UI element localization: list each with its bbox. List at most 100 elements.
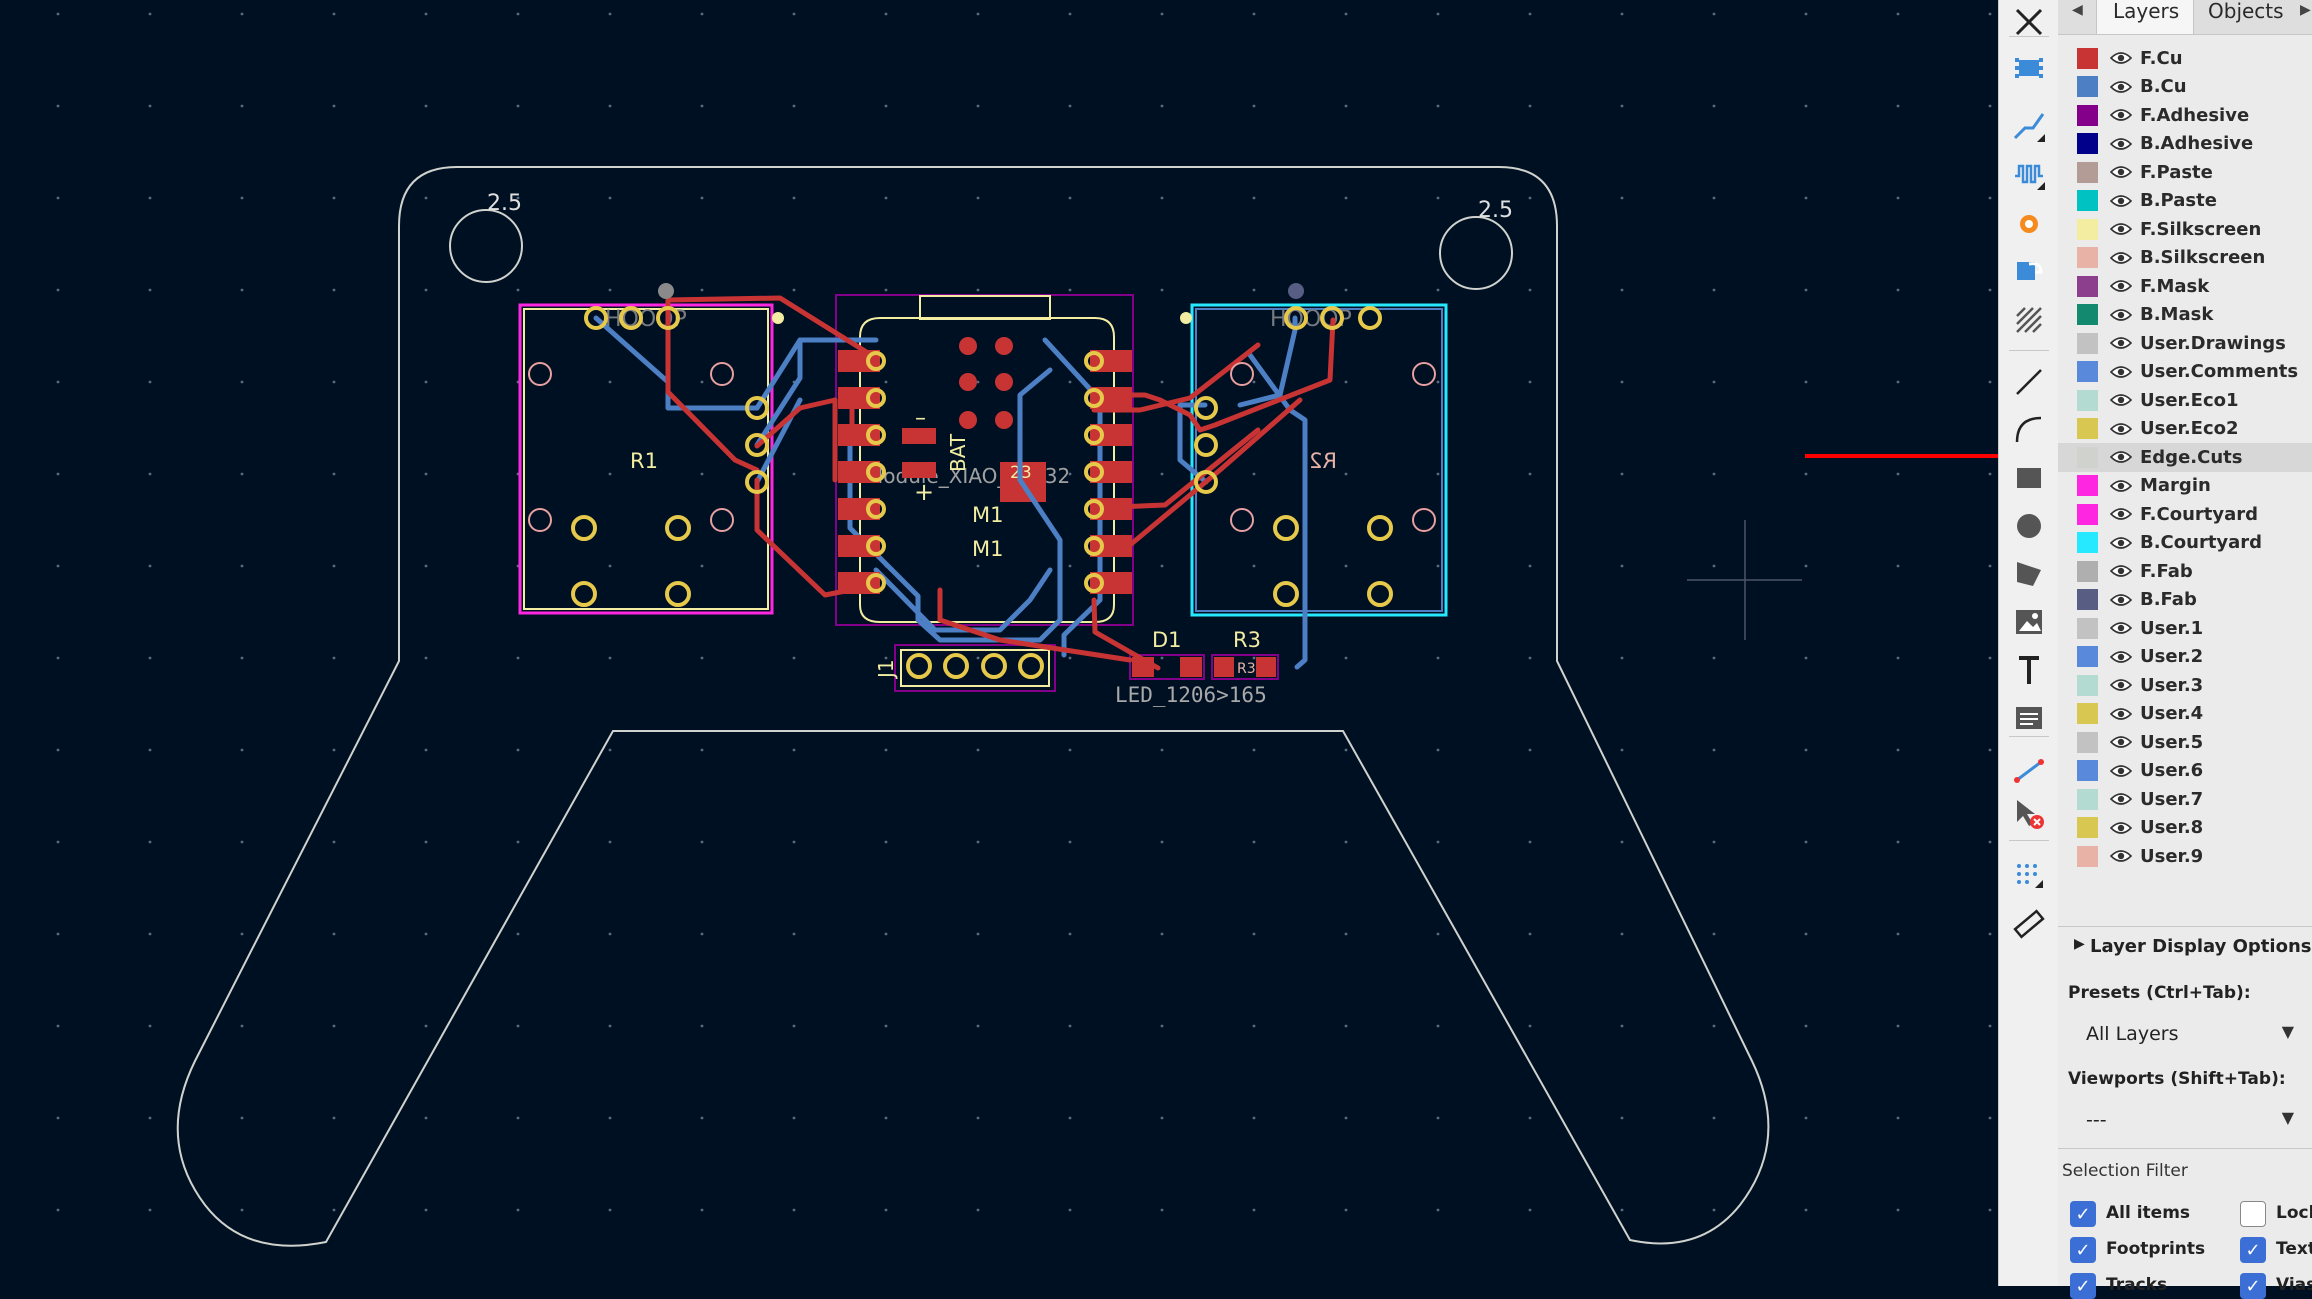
layer-color-swatch[interactable] xyxy=(2077,133,2098,155)
layer-row[interactable]: User.7 xyxy=(2058,785,2312,814)
layer-color-swatch[interactable] xyxy=(2077,703,2098,725)
visibility-eye-icon[interactable] xyxy=(2110,479,2132,493)
layer-color-swatch[interactable] xyxy=(2077,418,2098,440)
layer-color-swatch[interactable] xyxy=(2077,760,2098,782)
tab-layers[interactable]: Layers xyxy=(2096,0,2194,34)
visibility-eye-icon[interactable] xyxy=(2110,536,2132,550)
visibility-eye-icon[interactable] xyxy=(2110,593,2132,607)
layer-row[interactable]: F.Adhesive xyxy=(2058,101,2312,130)
visibility-eye-icon[interactable] xyxy=(2110,222,2132,236)
visibility-eye-icon[interactable] xyxy=(2110,450,2132,464)
layer-row[interactable]: B.Courtyard xyxy=(2058,529,2312,558)
checkbox[interactable]: ✓ xyxy=(2070,1201,2096,1227)
tune-length-tool-button[interactable] xyxy=(2007,152,2051,196)
visibility-eye-icon[interactable] xyxy=(2110,764,2132,778)
visibility-eye-icon[interactable] xyxy=(2110,707,2132,721)
layer-color-swatch[interactable] xyxy=(2077,475,2098,497)
layer-row[interactable]: B.Mask xyxy=(2058,301,2312,330)
footprint-d1[interactable]: D1 LED_1206>165 xyxy=(1115,628,1267,707)
checkbox[interactable]: ✓ xyxy=(2070,1273,2096,1299)
visibility-eye-icon[interactable] xyxy=(2110,51,2132,65)
layer-color-swatch[interactable] xyxy=(2077,560,2098,582)
layer-row[interactable]: B.Paste xyxy=(2058,187,2312,216)
layer-color-swatch[interactable] xyxy=(2077,190,2098,212)
layer-row[interactable]: User.Drawings xyxy=(2058,329,2312,358)
layer-color-swatch[interactable] xyxy=(2077,104,2098,126)
layer-row[interactable]: User.1 xyxy=(2058,614,2312,643)
footprint-j1[interactable]: J1 xyxy=(874,644,1056,692)
visibility-eye-icon[interactable] xyxy=(2110,80,2132,94)
select-tool-button[interactable] xyxy=(2007,0,2051,44)
layer-color-swatch[interactable] xyxy=(2077,47,2098,69)
rule-area-tool-button[interactable] xyxy=(2007,248,2051,292)
layer-row[interactable]: F.Courtyard xyxy=(2058,500,2312,529)
layer-row[interactable]: User.9 xyxy=(2058,842,2312,871)
layer-color-swatch[interactable] xyxy=(2077,446,2098,468)
visibility-eye-icon[interactable] xyxy=(2110,137,2132,151)
layer-display-options-toggle[interactable]: ▶ Layer Display Options xyxy=(2058,926,2312,963)
visibility-eye-icon[interactable] xyxy=(2110,650,2132,664)
tabs-scroll-right-icon[interactable]: ▶ xyxy=(2300,2,2311,18)
layer-row[interactable]: User.3 xyxy=(2058,671,2312,700)
layer-row[interactable]: User.8 xyxy=(2058,814,2312,843)
filled-zone-tool-button[interactable] xyxy=(2007,298,2051,342)
layer-color-swatch[interactable] xyxy=(2077,532,2098,554)
viewports-dropdown[interactable]: --- ▼ xyxy=(2068,1100,2308,1140)
arc-tool-button[interactable] xyxy=(2007,408,2051,452)
via-tool-button[interactable] xyxy=(2007,202,2051,246)
layer-row[interactable]: Margin xyxy=(2058,472,2312,501)
layer-color-swatch[interactable] xyxy=(2077,617,2098,639)
layer-row[interactable]: F.Fab xyxy=(2058,557,2312,586)
checkbox[interactable]: ✓ xyxy=(2070,1237,2096,1263)
image-tool-button[interactable] xyxy=(2007,600,2051,644)
layer-color-swatch[interactable] xyxy=(2077,275,2098,297)
grid-origin-tool-button[interactable] xyxy=(2007,854,2051,898)
polygon-tool-button[interactable] xyxy=(2007,552,2051,596)
presets-dropdown[interactable]: All Layers ▼ xyxy=(2068,1014,2308,1054)
visibility-eye-icon[interactable] xyxy=(2110,108,2132,122)
checkbox[interactable]: ✓ xyxy=(2240,1273,2266,1299)
layer-row[interactable]: Edge.Cuts xyxy=(2058,443,2312,472)
visibility-eye-icon[interactable] xyxy=(2110,678,2132,692)
textbox-tool-button[interactable] xyxy=(2007,696,2051,740)
line-tool-button[interactable] xyxy=(2007,360,2051,404)
visibility-eye-icon[interactable] xyxy=(2110,792,2132,806)
layer-row[interactable]: User.Comments xyxy=(2058,358,2312,387)
layer-color-swatch[interactable] xyxy=(2077,247,2098,269)
layer-row[interactable]: F.Cu xyxy=(2058,44,2312,73)
rectangle-tool-button[interactable] xyxy=(2007,456,2051,500)
visibility-eye-icon[interactable] xyxy=(2110,849,2132,863)
layer-color-swatch[interactable] xyxy=(2077,646,2098,668)
tab-objects[interactable]: Objects xyxy=(2208,0,2284,23)
layer-color-swatch[interactable] xyxy=(2077,589,2098,611)
text-tool-button[interactable] xyxy=(2007,648,2051,692)
layer-row[interactable]: B.Adhesive xyxy=(2058,130,2312,159)
layer-color-swatch[interactable] xyxy=(2077,76,2098,98)
delete-tool-button[interactable] xyxy=(2007,792,2051,836)
visibility-eye-icon[interactable] xyxy=(2110,308,2132,322)
tabs-scroll-left-icon[interactable]: ◀ xyxy=(2072,2,2083,18)
layer-row[interactable]: B.Silkscreen xyxy=(2058,244,2312,273)
footprint-tool-button[interactable] xyxy=(2007,46,2051,90)
layer-row[interactable]: User.Eco2 xyxy=(2058,415,2312,444)
visibility-eye-icon[interactable] xyxy=(2110,564,2132,578)
layer-row[interactable]: User.5 xyxy=(2058,728,2312,757)
layer-color-swatch[interactable] xyxy=(2077,304,2098,326)
layer-color-swatch[interactable] xyxy=(2077,845,2098,867)
visibility-eye-icon[interactable] xyxy=(2110,279,2132,293)
layer-row[interactable]: User.Eco1 xyxy=(2058,386,2312,415)
visibility-eye-icon[interactable] xyxy=(2110,365,2132,379)
layer-color-swatch[interactable] xyxy=(2077,503,2098,525)
footprint-r2[interactable]: HOOOP R2 xyxy=(1190,303,1448,617)
visibility-eye-icon[interactable] xyxy=(2110,336,2132,350)
checkbox[interactable]: ✓ xyxy=(2240,1237,2266,1263)
layer-row[interactable]: F.Mask xyxy=(2058,272,2312,301)
pcb-canvas[interactable]: 2.5 2.5 HOOOP R1 HOOOP R2 Module_XIAO_ES… xyxy=(0,0,1998,1286)
layer-color-swatch[interactable] xyxy=(2077,332,2098,354)
layer-color-swatch[interactable] xyxy=(2077,788,2098,810)
visibility-eye-icon[interactable] xyxy=(2110,621,2132,635)
checkbox[interactable] xyxy=(2240,1201,2266,1227)
layer-row[interactable]: User.6 xyxy=(2058,757,2312,786)
visibility-eye-icon[interactable] xyxy=(2110,422,2132,436)
visibility-eye-icon[interactable] xyxy=(2110,251,2132,265)
